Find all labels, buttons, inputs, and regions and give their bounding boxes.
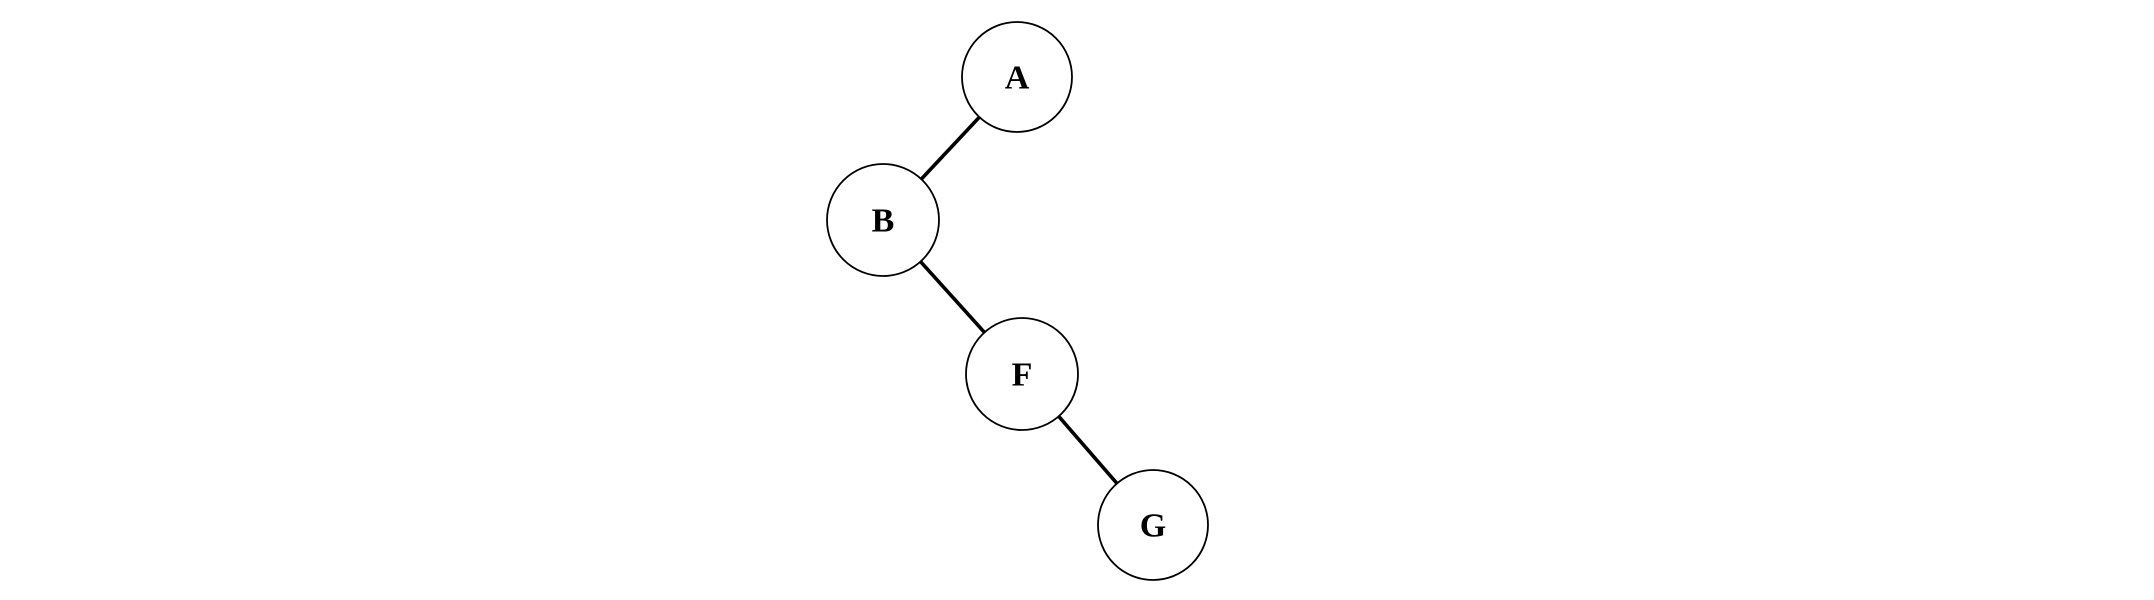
node-label-b: B: [872, 203, 895, 240]
graph-node-f[interactable]: F: [965, 317, 1079, 431]
nodes-layer: A B F G: [826, 21, 1209, 581]
graph-edge-a-b[interactable]: [919, 115, 982, 182]
graph-edge-f-g[interactable]: [1056, 414, 1119, 486]
node-circle-a[interactable]: [961, 21, 1073, 133]
node-label-f: F: [1012, 357, 1033, 394]
node-circle-f[interactable]: [965, 317, 1079, 431]
graph-node-g[interactable]: G: [1097, 469, 1209, 581]
graph-node-b[interactable]: B: [826, 163, 940, 277]
node-circle-g[interactable]: [1097, 469, 1209, 581]
graph-node-a[interactable]: A: [961, 21, 1073, 133]
edges-layer: [918, 115, 1119, 486]
node-label-g: G: [1140, 508, 1166, 545]
graph-edge-b-f[interactable]: [918, 259, 987, 335]
node-circle-b[interactable]: [826, 163, 940, 277]
node-label-a: A: [1005, 60, 1030, 97]
